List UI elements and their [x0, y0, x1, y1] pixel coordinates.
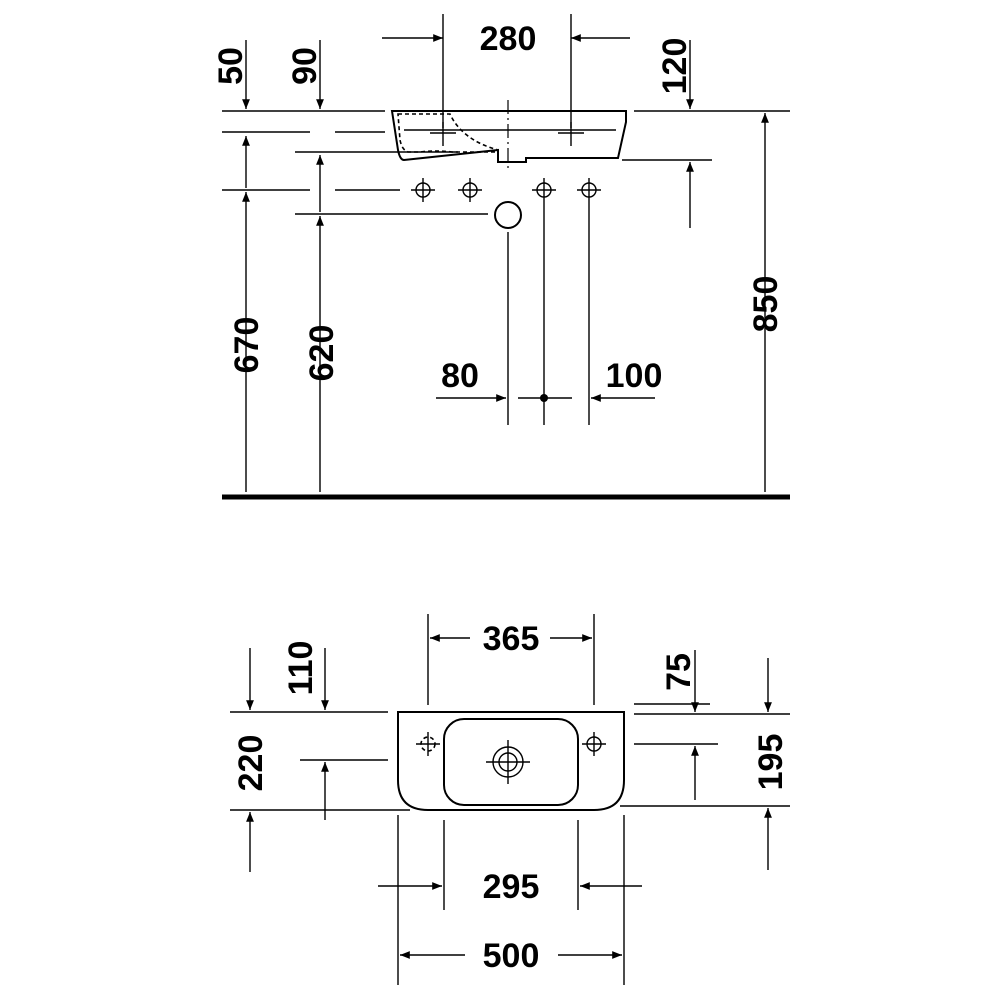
dim-side-670: 670 — [228, 317, 266, 374]
tap-hole-top-right — [582, 732, 606, 756]
drain-icon — [486, 740, 530, 784]
basin-top-bowl — [443, 718, 579, 806]
dim-top-295: 295 — [483, 868, 540, 906]
side-view: 280 50 90 120 — [212, 14, 790, 500]
dim-top-195: 195 — [752, 734, 790, 791]
dim-top-75: 75 — [660, 653, 698, 691]
dim-top-500: 500 — [483, 937, 540, 975]
supply-connection-3 — [532, 178, 556, 202]
basin-top-outline — [397, 711, 625, 811]
dim-top-220: 220 — [232, 735, 270, 792]
top-view: 365 220 110 75 195 295 500 — [230, 614, 790, 985]
dim-side-90: 90 — [286, 47, 324, 85]
dim-side-50: 50 — [212, 47, 250, 85]
supply-connection-1 — [411, 178, 435, 202]
waste-outlet — [494, 201, 522, 229]
dim-side-620: 620 — [303, 325, 341, 382]
dim-side-120: 120 — [656, 38, 694, 95]
dim-side-80: 80 — [441, 357, 479, 395]
dim-top-365: 365 — [483, 620, 540, 658]
dim-side-280: 280 — [480, 20, 537, 58]
dim-side-850: 850 — [747, 276, 785, 333]
dim-side-100: 100 — [606, 357, 663, 395]
tap-hole-top-left — [416, 732, 440, 756]
supply-connection-4 — [577, 178, 601, 202]
basin-side-outline — [390, 110, 627, 163]
dim-top-110: 110 — [282, 641, 320, 696]
basin-bowl-hidden-line — [397, 113, 499, 153]
supply-connection-2 — [458, 178, 482, 202]
